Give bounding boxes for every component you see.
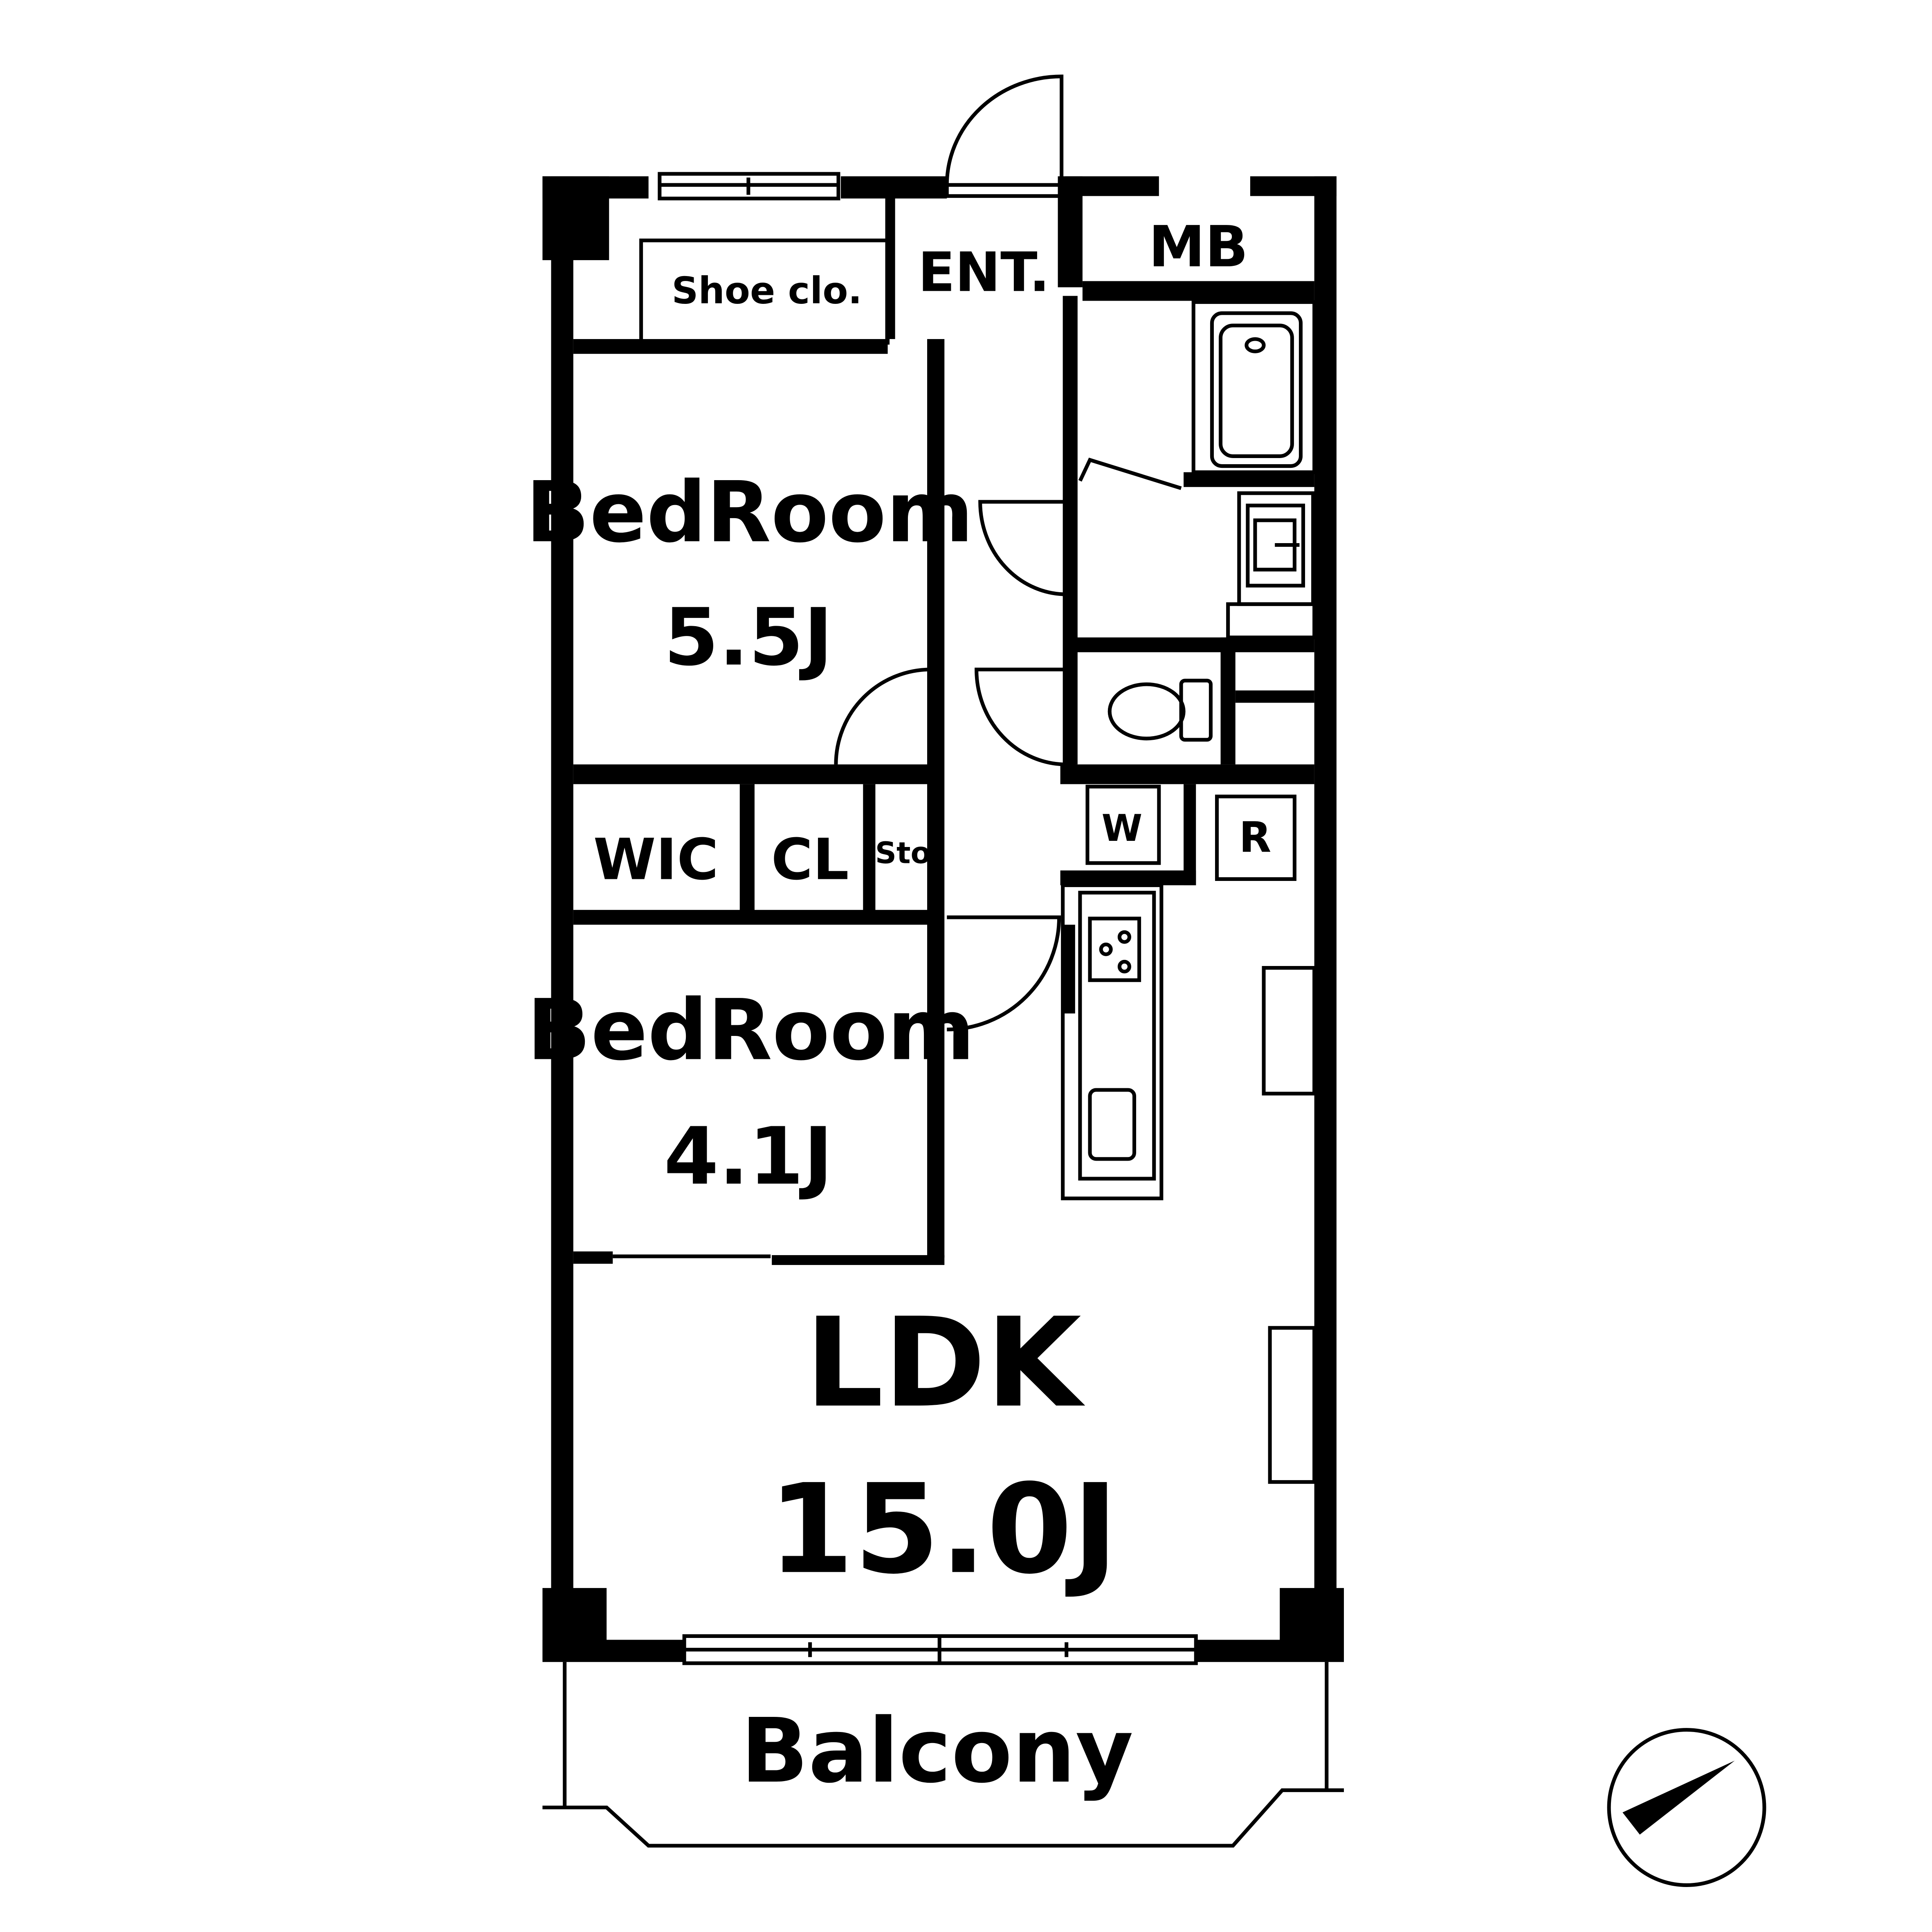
label-shoe-closet: Shoe clo. bbox=[672, 270, 862, 312]
label-ldk-size: 15.0J bbox=[768, 1458, 1118, 1602]
label-ldk-name: LDK bbox=[805, 1292, 1086, 1435]
label-washer: W bbox=[1101, 807, 1142, 850]
label-balcony: Balcony bbox=[741, 1700, 1133, 1803]
fixtures bbox=[542, 74, 1766, 1887]
label-bedroom-2-size: 4.1J bbox=[664, 1110, 833, 1202]
label-storage: Sto. bbox=[875, 836, 942, 870]
structural-walls bbox=[542, 176, 1344, 1662]
label-refrigerator: R bbox=[1239, 813, 1271, 862]
label-walk-in-closet: WIC bbox=[593, 826, 719, 892]
north-arrow-icon bbox=[1622, 1760, 1735, 1835]
label-entrance: ENT. bbox=[918, 241, 1050, 304]
room-labels: MB ENT. Shoe clo. BedRoom 5.5J WIC CL St… bbox=[526, 213, 1271, 1803]
label-bedroom-2-name: BedRoom bbox=[527, 982, 975, 1079]
label-bedroom-1-size: 5.5J bbox=[664, 591, 833, 683]
label-meter-box: MB bbox=[1148, 213, 1248, 280]
label-closet: CL bbox=[771, 826, 849, 892]
label-bedroom-1-name: BedRoom bbox=[526, 464, 973, 561]
